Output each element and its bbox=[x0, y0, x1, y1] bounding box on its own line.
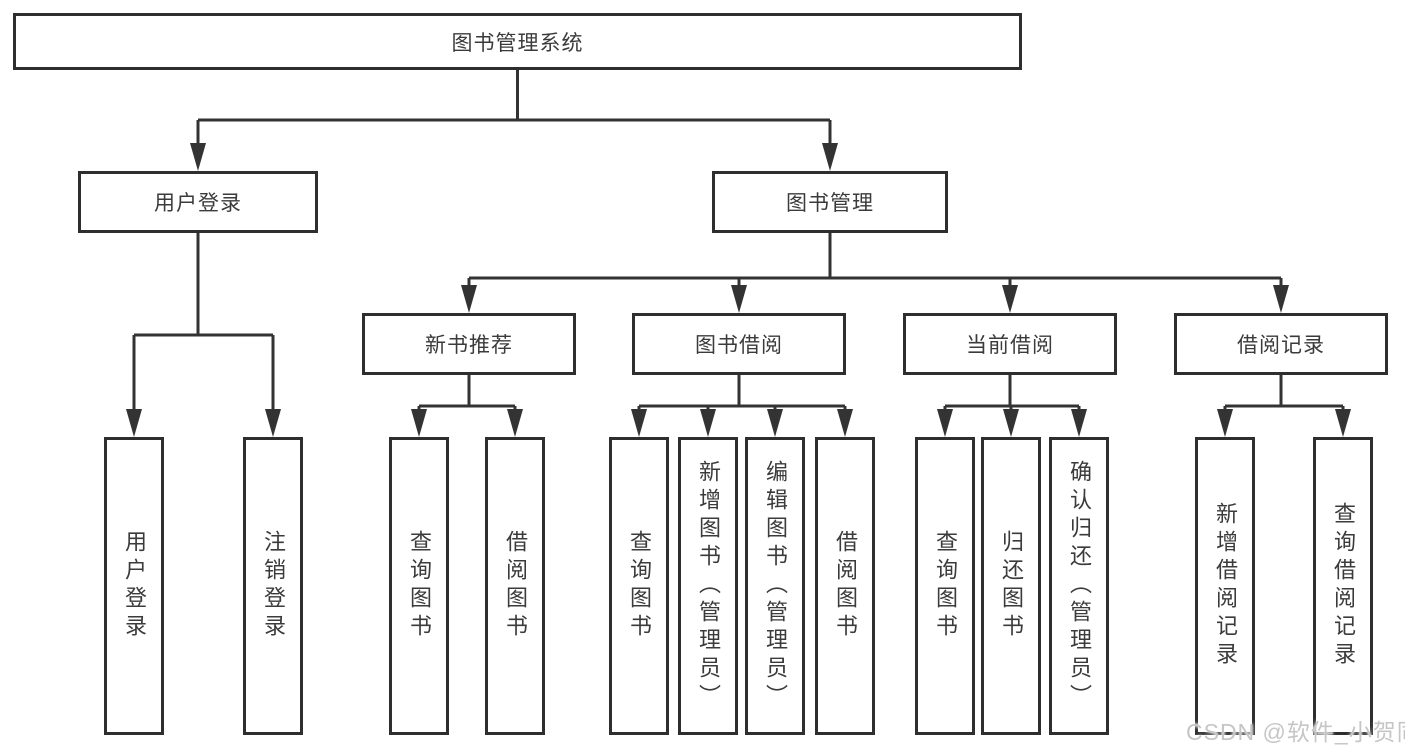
leaf-cb-query-books: 查询图书 bbox=[915, 437, 975, 735]
leaf-br-add-record: 新增借阅记录 bbox=[1195, 437, 1255, 735]
node-book-management: 图书管理 bbox=[712, 171, 948, 233]
leaf-user-login: 用户登录 bbox=[104, 437, 164, 735]
leaf-br-query-record: 查询借阅记录 bbox=[1313, 437, 1373, 735]
node-library-management-system: 图书管理系统 bbox=[13, 13, 1022, 70]
node-new-book-recommendation: 新书推荐 bbox=[362, 313, 576, 375]
arrowheads bbox=[126, 143, 1351, 437]
leaf-bb-edit-books-admin: 编辑图书（管理员） bbox=[745, 437, 805, 735]
csdn-watermark: CSDN @软件_小贺同学 bbox=[1186, 719, 1405, 745]
leaf-nbr-borrow-books: 借阅图书 bbox=[485, 437, 545, 735]
node-borrowing-records: 借阅记录 bbox=[1174, 313, 1388, 375]
connector-borrow-records-to-leaves bbox=[1223, 375, 1345, 412]
leaf-bb-add-books-admin: 新增图书（管理员） bbox=[678, 437, 738, 735]
leaf-bb-borrow-books: 借阅图书 bbox=[815, 437, 875, 735]
node-book-borrowing: 图书借阅 bbox=[632, 313, 846, 375]
connector-book-mgmt-to-level3 bbox=[467, 233, 1283, 290]
connector-current-borrow-to-leaves bbox=[943, 375, 1081, 412]
node-user-login: 用户登录 bbox=[78, 171, 318, 233]
connector-root-to-level2 bbox=[196, 70, 832, 148]
leaf-nbr-query-books: 查询图书 bbox=[389, 437, 449, 735]
node-current-borrowing: 当前借阅 bbox=[903, 313, 1117, 375]
connector-book-borrow-to-leaves bbox=[637, 375, 847, 412]
leaf-bb-query-books: 查询图书 bbox=[609, 437, 669, 735]
leaf-cb-return-books: 归还图书 bbox=[981, 437, 1041, 735]
connector-new-book-rec-to-leaves bbox=[417, 375, 517, 412]
connector-user-login-to-leaves bbox=[132, 233, 275, 412]
leaf-cb-confirm-return-admin: 确认归还（管理员） bbox=[1049, 437, 1109, 735]
leaf-logout-login: 注销登录 bbox=[243, 437, 303, 735]
